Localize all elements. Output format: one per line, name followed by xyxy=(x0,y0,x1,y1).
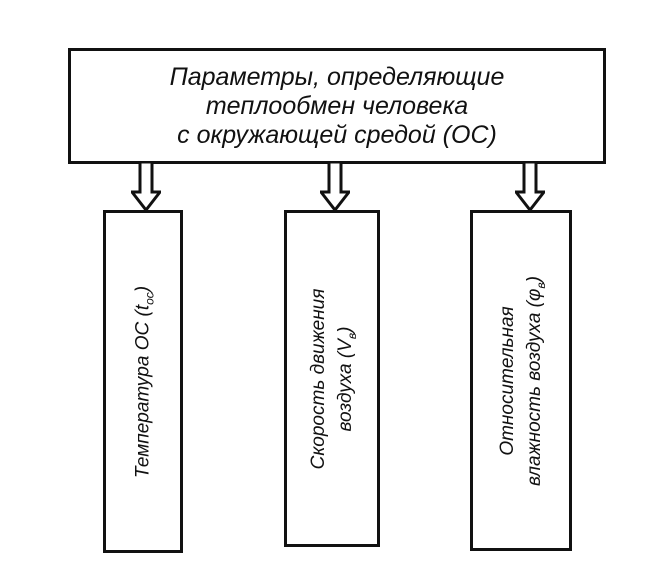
param-box-temperature: Температура ОС (tос) xyxy=(103,210,183,553)
header-line-3: с окружающей средой (ОС) xyxy=(177,120,497,149)
header-box: Параметры, определяющие теплообмен челов… xyxy=(68,48,606,164)
arrow-down-icon xyxy=(131,162,161,212)
header-line-1: Параметры, определяющие xyxy=(169,62,505,91)
param-box-air-speed: Скорость движения воздуха (Vв) xyxy=(284,210,380,547)
param-label-air-speed: Скорость движения воздуха (Vв) xyxy=(308,288,359,469)
arrow-down-icon xyxy=(320,162,350,212)
header-line-2: теплообмен человека xyxy=(205,91,469,120)
param-box-humidity: Относительная влажность воздуха (φв) xyxy=(470,210,572,551)
arrow-down-icon xyxy=(515,162,545,212)
param-label-temperature: Температура ОС (tос) xyxy=(132,285,157,478)
param-label-humidity: Относительная влажность воздуха (φв) xyxy=(497,275,548,486)
